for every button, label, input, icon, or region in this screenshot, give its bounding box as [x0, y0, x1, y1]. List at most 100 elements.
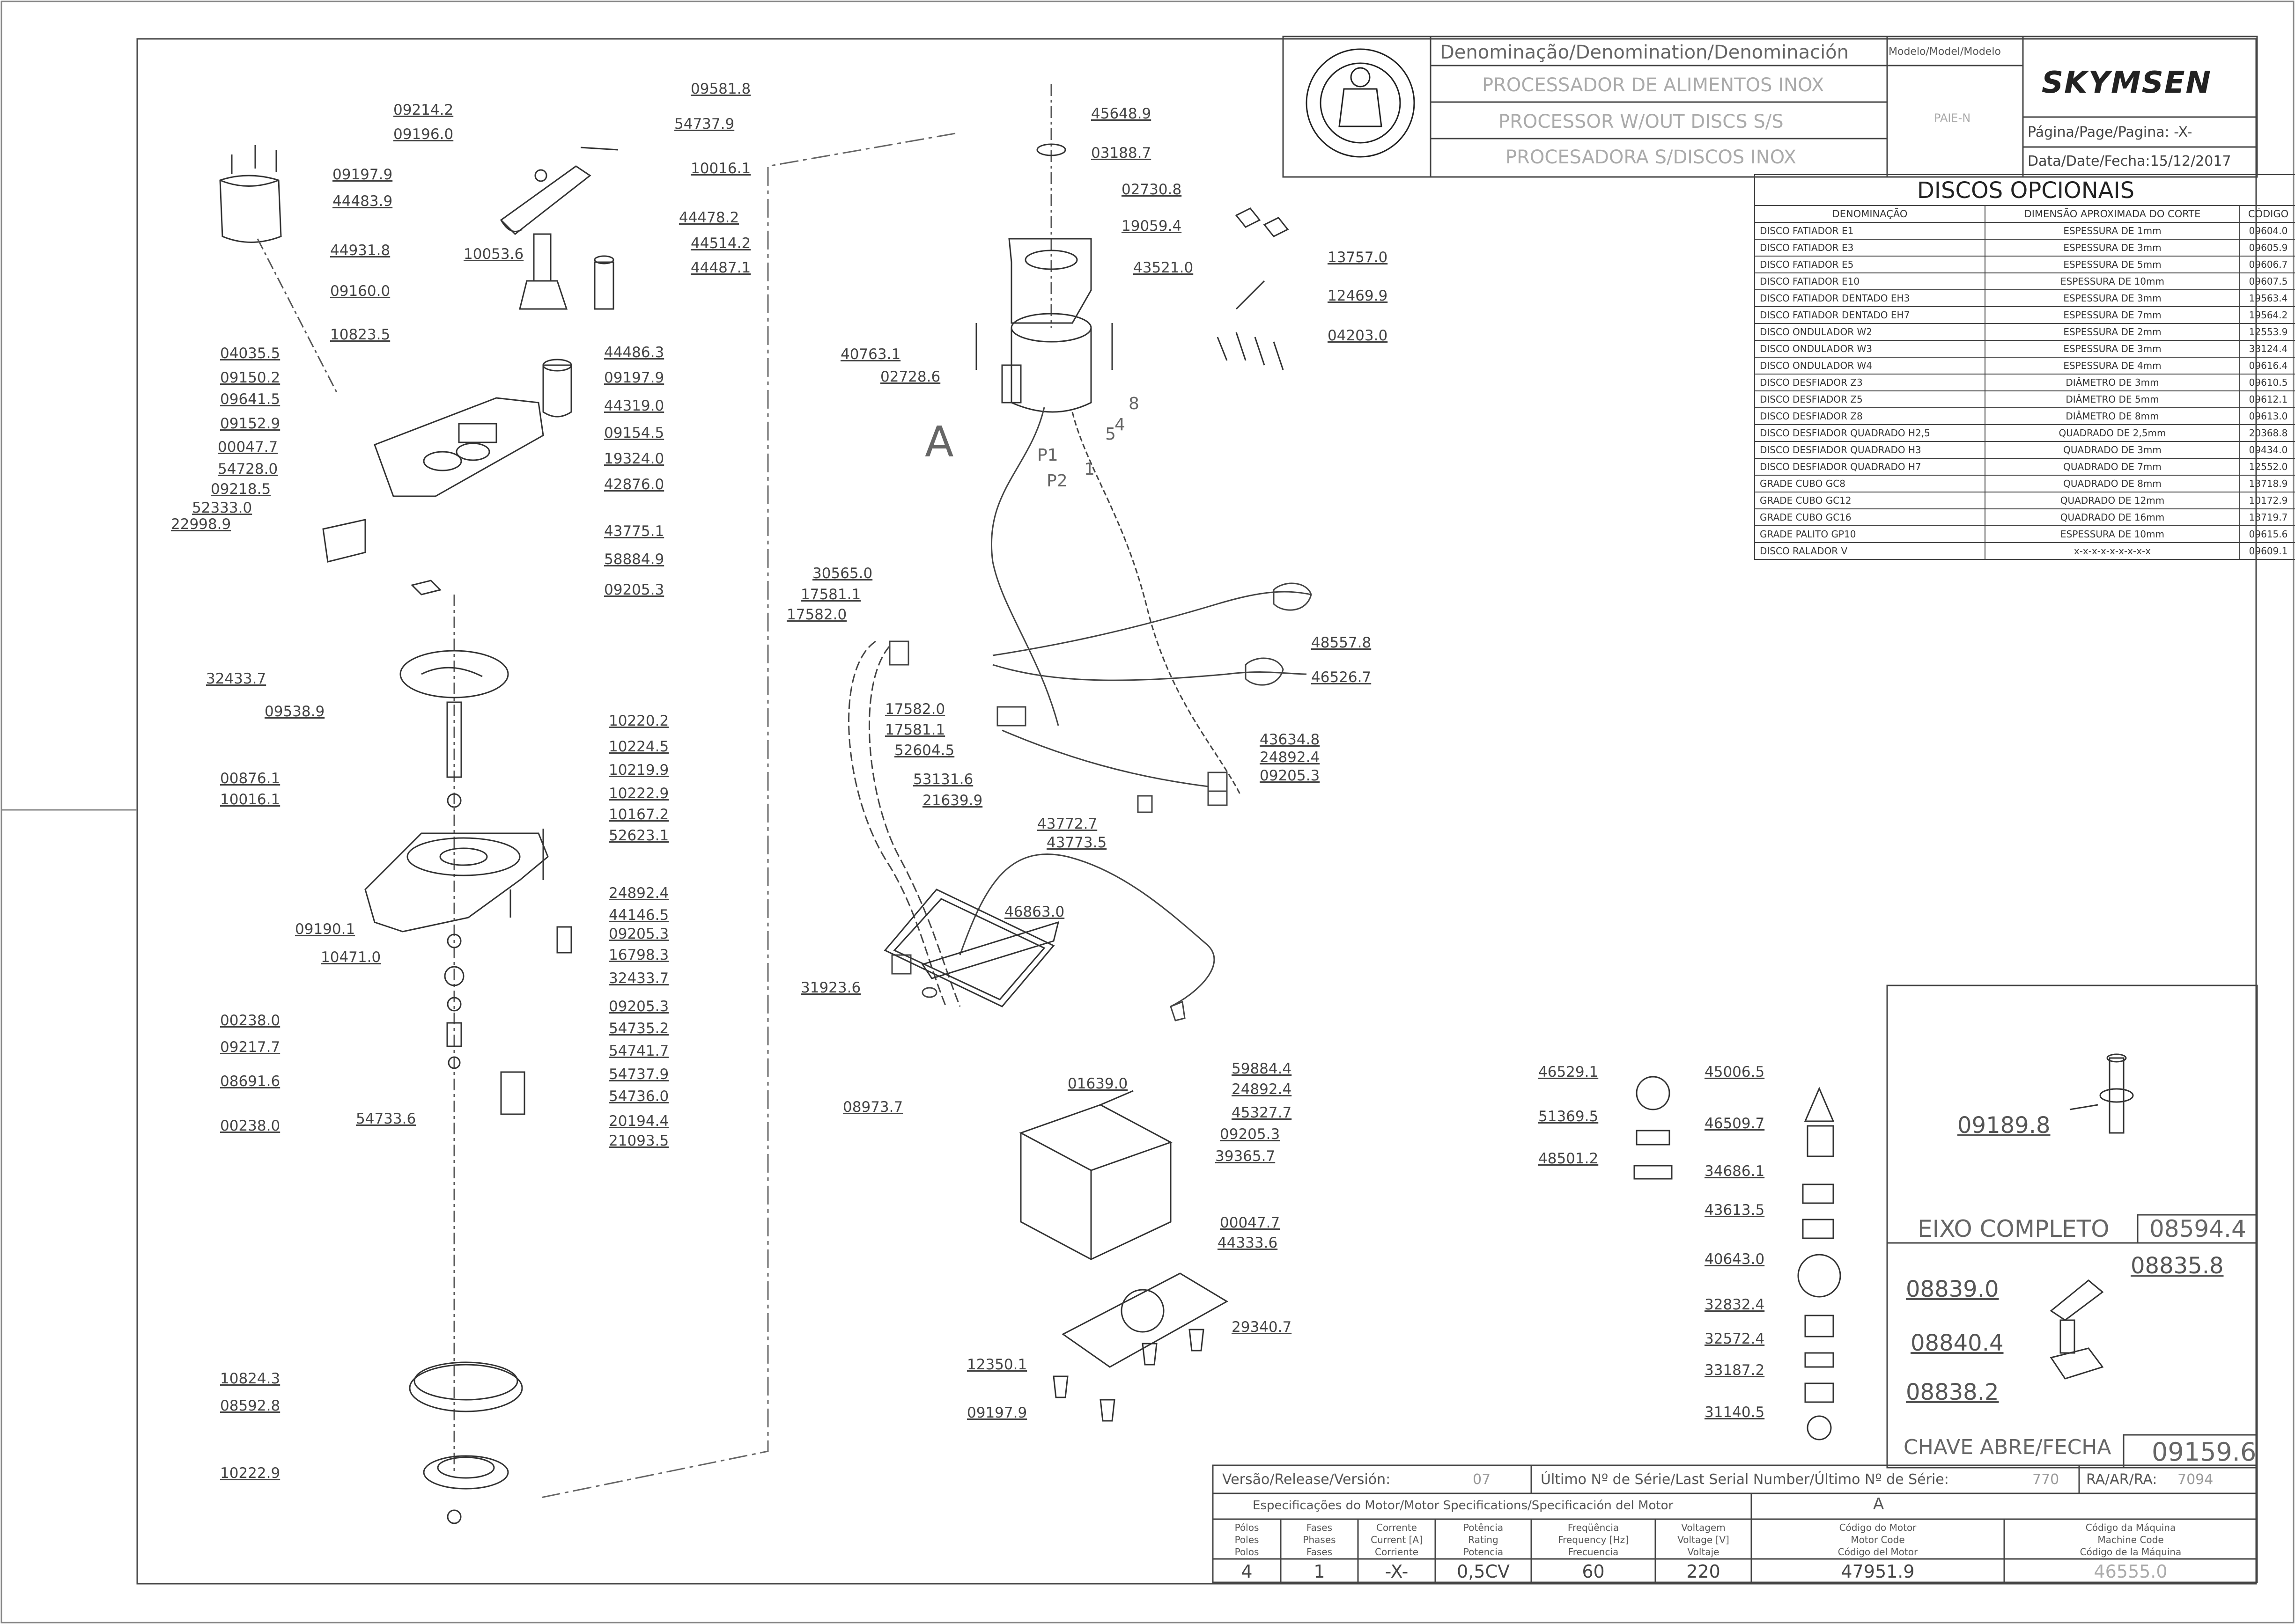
part-number-label: 44333.6 [1218, 1235, 1278, 1251]
serial-value: 770 [2032, 1471, 2059, 1488]
disc-name: GRADE CUBO GC12 [1754, 492, 1985, 509]
part-number-label: 09581.8 [691, 81, 751, 97]
wire-callout-label: 1 [1084, 460, 1095, 479]
disc-dimension: QUADRADO DE 7mm [1985, 458, 2240, 476]
motor-col-header-line: Frequency [Hz] [1558, 1534, 1629, 1545]
part-number-label: 00238.0 [220, 1117, 280, 1134]
part-number-label: 44146.5 [609, 907, 669, 924]
part-number-label: 17581.1 [801, 586, 861, 603]
part-number-label: 10220.2 [609, 713, 669, 729]
part-number-label: 09150.2 [220, 369, 280, 386]
motor-col-header-line: Polos [1234, 1546, 1259, 1558]
disc-dimension: ESPESSURA DE 2mm [1985, 323, 2240, 341]
chave-part-08839: 08839.0 [1906, 1276, 1999, 1302]
part-number-label: 43773.5 [1047, 834, 1107, 851]
chave-part-08838: 08838.2 [1906, 1379, 1999, 1405]
disc-dimension: ESPESSURA DE 7mm [1985, 306, 2240, 324]
part-number-label: 54736.0 [609, 1088, 669, 1105]
part-number-label: 40763.1 [841, 346, 901, 363]
ra-label: RA/AR/RA: [2086, 1471, 2157, 1488]
motor-col-value: 220 [1686, 1561, 1720, 1582]
motor-col-header-line: Motor Code [1851, 1534, 1905, 1545]
wire-callout-label: 8 [1129, 394, 1139, 413]
motor-col-value: 1 [1314, 1561, 1325, 1582]
disc-dimension: ESPESSURA DE 10mm [1985, 525, 2240, 543]
motor-col-header-line: Potencia [1463, 1546, 1504, 1558]
product-name-en: PROCESSOR W/OUT DISCS S/S [1498, 111, 1784, 132]
disc-name: GRADE CUBO GC16 [1754, 508, 1985, 526]
motor-col-header-line: Voltage [V] [1677, 1534, 1729, 1545]
part-number-label: 45648.9 [1091, 105, 1151, 122]
motor-col-header-line: Machine Code [2097, 1534, 2164, 1545]
part-number-label: 24892.4 [1232, 1081, 1292, 1098]
optional-discs-table: DENOMINAÇÃO DIMENSÃO APROXIMADA DO CORTE… [1754, 205, 2295, 560]
part-number-label: 19059.4 [1122, 218, 1182, 235]
part-number-label: 09154.5 [604, 425, 664, 441]
disc-code: 09605.9 [2239, 239, 2295, 257]
part-number-label: 08691.6 [220, 1073, 280, 1090]
part-number-label: 48501.2 [1538, 1150, 1599, 1167]
disc-code: 12552.0 [2239, 458, 2295, 476]
part-number-label: 09214.2 [393, 102, 454, 118]
part-number-label: 44487.1 [691, 259, 751, 276]
motor-col-value: 47951.9 [1841, 1561, 1915, 1582]
part-number-label: 42876.0 [604, 476, 664, 493]
part-number-label: 00238.0 [220, 1012, 280, 1029]
part-number-label: 54737.9 [609, 1066, 669, 1083]
part-number-label: 45327.7 [1232, 1104, 1292, 1121]
part-number-label: 09218.5 [211, 481, 271, 498]
disc-code: 09434.0 [2239, 441, 2295, 459]
part-number-label: 31923.6 [801, 979, 861, 996]
motor-spec-header: Especificações do Motor/Motor Specificat… [1253, 1499, 1674, 1513]
chave-part-08840: 08840.4 [1911, 1330, 2004, 1356]
brand-logo: SKYMSEN [2042, 66, 2212, 100]
model-header: Modelo/Model/Modelo [1889, 46, 2001, 58]
version-label: Versão/Release/Versión: [1222, 1471, 1391, 1488]
part-number-label: 33187.2 [1705, 1362, 1765, 1379]
motor-col-header-line: Phases [1303, 1534, 1336, 1545]
part-number-label: 40643.0 [1705, 1251, 1765, 1268]
part-number-label: 10219.9 [609, 762, 669, 779]
part-number-label: 58884.9 [604, 551, 664, 568]
part-number-label: 54728.0 [218, 461, 278, 478]
part-number-label: 46526.7 [1311, 669, 1372, 686]
part-number-label: 51369.5 [1538, 1108, 1599, 1125]
part-number-label: 43521.0 [1133, 259, 1194, 276]
part-number-label: 22998.9 [171, 516, 231, 533]
motor-col-header-line: Corriente [1375, 1546, 1418, 1558]
disc-dimension: ESPESSURA DE 1mm [1985, 222, 2240, 240]
part-number-label: 54733.6 [356, 1110, 416, 1127]
part-number-label: 09197.9 [604, 369, 664, 386]
part-number-label: 03188.7 [1091, 145, 1151, 162]
base-housing [364, 793, 572, 1115]
motor-col-header-line: Potência [1463, 1522, 1504, 1533]
lock-switch [2050, 1279, 2104, 1380]
disc-code: 13718.9 [2239, 475, 2295, 492]
disc-name: DISCO ONDULADOR W3 [1754, 340, 1985, 358]
part-number-label: 46529.1 [1538, 1064, 1599, 1080]
part-number-label: 44514.2 [691, 235, 751, 252]
disc-name: DISCO DESFIADOR Z5 [1754, 390, 1985, 408]
motor-variant: A [1873, 1495, 1884, 1514]
part-number-label: 32832.4 [1705, 1296, 1765, 1313]
disc-code: 09616.4 [2239, 357, 2295, 375]
part-number-label: 09205.3 [1220, 1126, 1280, 1143]
part-number-label: 44486.3 [604, 344, 664, 361]
part-number-label: 43775.1 [604, 523, 664, 540]
part-number-label: 09205.3 [1260, 767, 1320, 784]
disc-name: DISCO DESFIADOR Z8 [1754, 407, 1985, 425]
